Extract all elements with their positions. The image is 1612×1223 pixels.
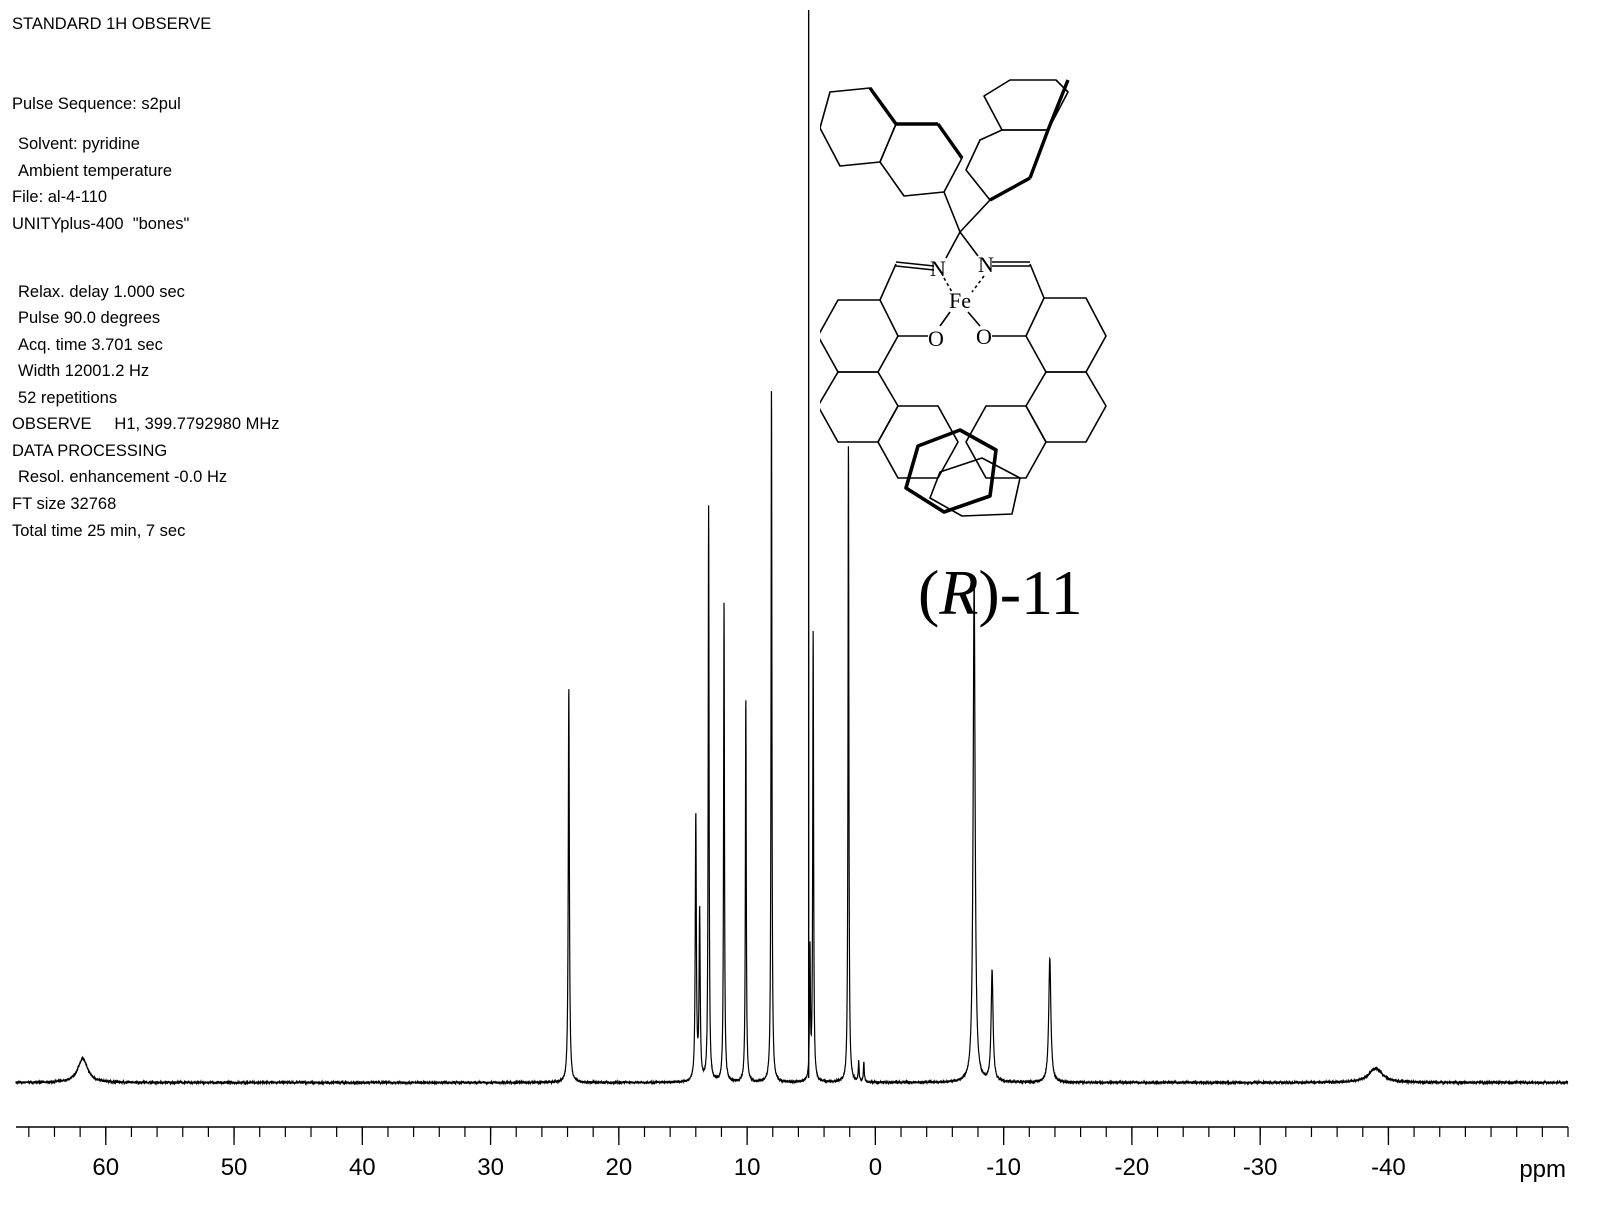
x-tick-label: 40 <box>349 1154 376 1181</box>
parameter-line: Resol. enhancement -0.0 Hz <box>18 468 228 486</box>
parameter-line: Width 12001.2 Hz <box>18 362 150 380</box>
upper-left-outer-ring <box>820 87 897 167</box>
upper-left-inner-ring <box>879 123 963 197</box>
right-bottom-ring <box>965 405 1047 479</box>
right-middle-ring <box>1025 371 1107 443</box>
x-tick-label: 10 <box>734 1154 761 1181</box>
atom-n-left: N <box>930 256 946 281</box>
right-phenol-ring <box>1025 297 1107 373</box>
parameter-line: FT size 32768 <box>12 495 117 513</box>
x-tick-label: -20 <box>1115 1154 1150 1181</box>
parameter-line: Relax. delay 1.000 sec <box>18 283 185 301</box>
spectrum-trace-group <box>15 10 1569 1086</box>
upper-right-outer-ring <box>983 79 1069 131</box>
compound-label-open: ( <box>918 557 940 628</box>
atom-n-right: N <box>978 252 994 277</box>
parameter-line: DATA PROCESSING <box>12 442 168 460</box>
x-tick-label: -30 <box>1243 1154 1278 1181</box>
parameter-line: Pulse 90.0 degrees <box>18 309 161 327</box>
x-tick-label: 20 <box>605 1154 632 1181</box>
x-axis: 60 50 40 30 20 10 0 -10 -20 -30 -40 ppm <box>16 1126 1569 1183</box>
x-tick-label: -10 <box>986 1154 1021 1181</box>
left-bottom-ring <box>877 405 959 479</box>
parameter-line: UNITYplus-400 "bones" <box>12 215 190 233</box>
x-tick-label: 50 <box>221 1154 248 1181</box>
atom-fe: Fe <box>949 288 971 313</box>
x-tick-label: 0 <box>869 1154 882 1181</box>
left-middle-ring <box>820 371 899 443</box>
left-phenol-ring <box>820 299 899 373</box>
parameter-line: File: al-4-110 <box>12 188 108 206</box>
compound-label-close: )-11 <box>978 557 1083 628</box>
parameter-line: Pulse Sequence: s2pul <box>12 95 181 113</box>
spectrum-trace <box>15 391 1569 1086</box>
back-terminal-ring <box>929 457 1021 517</box>
parameter-line: 52 repetitions <box>18 389 118 407</box>
parameters-title: STANDARD 1H OBSERVE <box>12 15 212 33</box>
x-tick-label: 30 <box>477 1154 504 1181</box>
parameter-line: OBSERVE H1, 399.7792980 MHz <box>12 415 280 433</box>
atom-o-right: O <box>976 324 992 349</box>
parameter-line: Acq. time 3.701 sec <box>18 336 163 354</box>
parameter-line: Ambient temperature <box>18 162 173 180</box>
x-tick-label: -40 <box>1371 1154 1406 1181</box>
x-tick-label: 60 <box>92 1154 119 1181</box>
molecule-structure: N N Fe O O <box>820 79 1107 517</box>
compound-label: (R)-11 <box>918 558 1083 628</box>
x-axis-label: ppm <box>1519 1156 1566 1183</box>
front-terminal-ring <box>904 428 998 514</box>
compound-label-italic: R <box>939 557 979 628</box>
parameter-line: Total time 25 min, 7 sec <box>12 522 186 540</box>
parameter-line: Solvent: pyridine <box>18 135 140 153</box>
atom-o-left: O <box>928 326 944 351</box>
